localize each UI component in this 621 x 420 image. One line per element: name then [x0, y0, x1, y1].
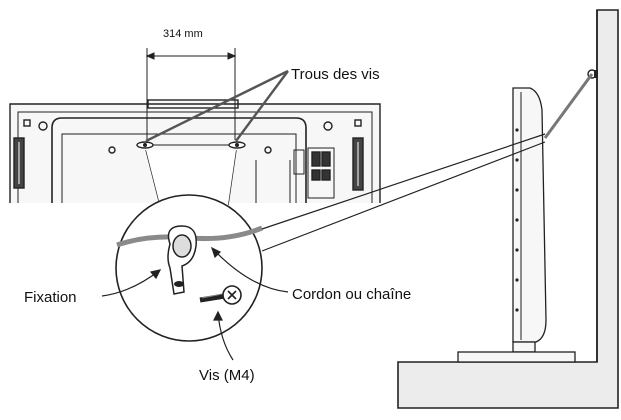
- screw-holes-leaders: [145, 69, 289, 143]
- phillips-screw-icon: [199, 285, 242, 305]
- p-clip-bracket-icon: [167, 225, 197, 295]
- tv-side-body: [512, 87, 547, 343]
- tv-rear-center-inner: [61, 133, 297, 203]
- screw-holes-label: Trous des vis: [291, 66, 380, 83]
- dimension-314mm: [145, 48, 237, 140]
- rear-tab: [23, 119, 31, 127]
- cord-side-view: [543, 73, 594, 139]
- tv-side-profile: [457, 87, 576, 363]
- dimension-label: 314 mm: [163, 28, 203, 40]
- magnifier: [115, 149, 263, 342]
- label-leaders: [101, 246, 289, 361]
- right-connector-block: [352, 137, 364, 191]
- terminal-cluster: [307, 147, 335, 199]
- cord-leader: [211, 247, 289, 293]
- screw-hole-left: [136, 141, 154, 149]
- tv-rear-center-housing: [51, 117, 307, 203]
- screw-label: Vis (M4): [199, 367, 255, 384]
- tv-stand-neck: [512, 341, 536, 353]
- magnifier-circle: [115, 194, 263, 342]
- magnifier-callout-lines: [261, 133, 546, 252]
- rear-hole: [38, 121, 48, 131]
- screw-hole-right: [228, 141, 246, 149]
- rear-tab: [354, 119, 362, 127]
- rear-hole: [108, 146, 116, 154]
- cord-label: Cordon ou chaîne: [292, 286, 411, 303]
- side-screws: [515, 128, 519, 312]
- tv-stand-base: [457, 351, 576, 363]
- rear-hole: [264, 146, 272, 154]
- rear-hole: [323, 121, 333, 131]
- bracket-label: Fixation: [24, 289, 77, 306]
- wall-and-floor: [397, 9, 619, 409]
- wall: [397, 9, 619, 409]
- left-connector-block: [13, 137, 25, 189]
